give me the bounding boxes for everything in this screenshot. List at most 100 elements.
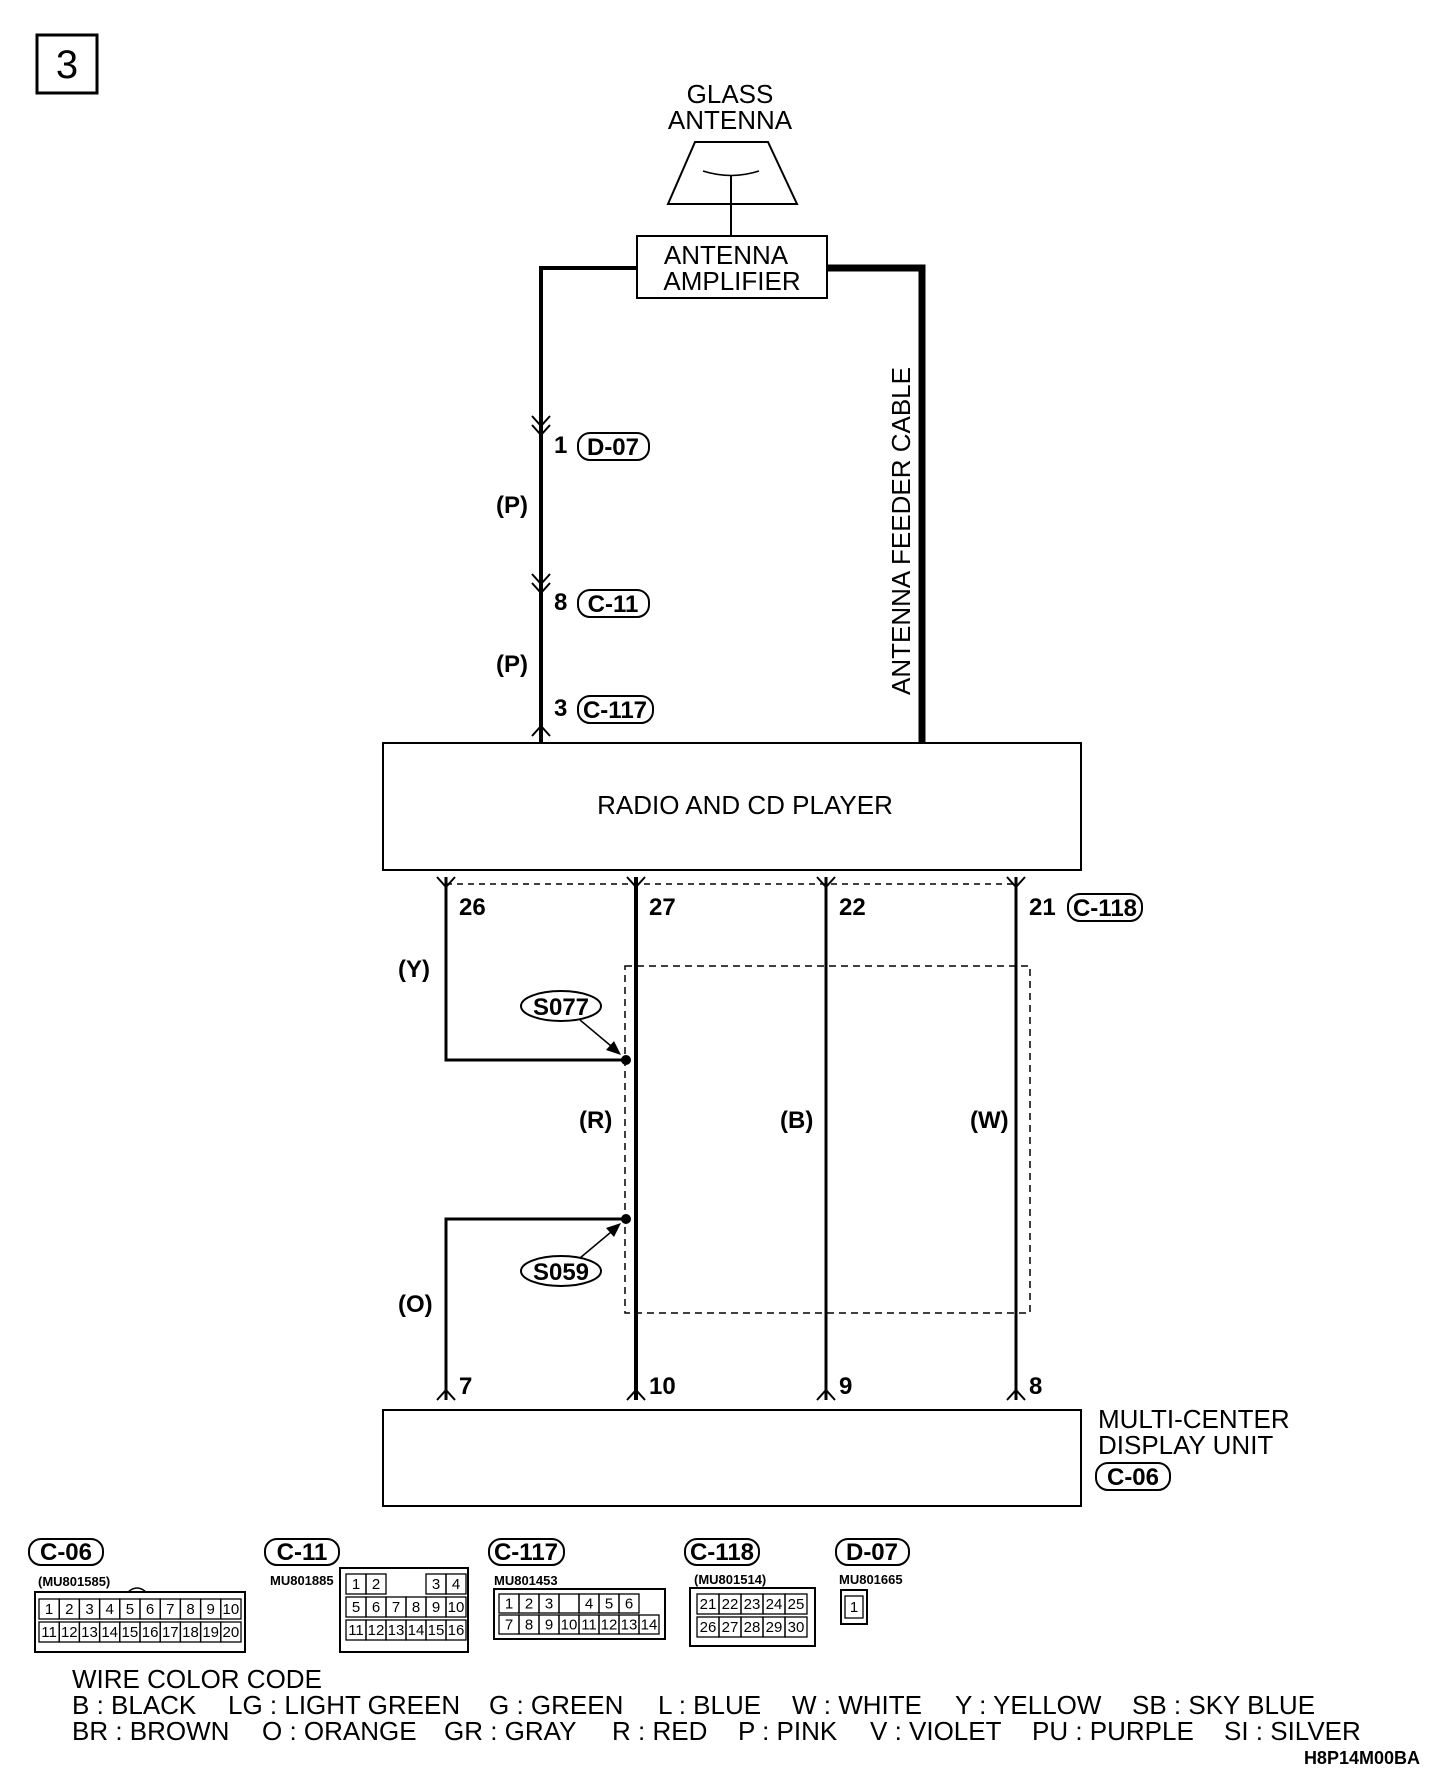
connector-view-c11-cell [445,1596,467,1618]
multi-center-display-unit: MULTI-CENTER DISPLAY UNIT C-06 [382,1404,1290,1507]
connector-view-c06-pin-label: 19 [202,1624,219,1641]
pin-c117: 3 [554,695,567,722]
connector-view-c117-cell [638,1614,660,1635]
connector-view-c06-pin-label: 7 [166,1601,174,1618]
antenna-amplifier-label-2: AMPLIFIER [663,266,800,296]
connector-view-c118-cell [784,1616,808,1638]
connector-view-c118-pin-label: 21 [700,1596,717,1613]
connector-view-c06-part: (MU801585) [38,1574,110,1589]
connector-view-c11-pin-label: 6 [372,1599,380,1616]
page-number: 3 [56,43,78,87]
connector-view-c06-pin-label: 14 [101,1624,118,1641]
connector-label-c117: C-117 [583,697,647,724]
connector-view-c11-pin-label: 12 [368,1622,385,1639]
connector-view-c11-pin-label: 13 [388,1622,405,1639]
connector-view-c118-pin-label: 27 [722,1619,739,1636]
connector-view-c117-part: MU801453 [494,1573,558,1588]
wire-color-code-entry-b-5: V : VIOLET [870,1716,1002,1746]
mcd-label-1: MULTI-CENTER [1098,1404,1290,1434]
connector-view-c118-pin-label: 25 [788,1596,805,1613]
connector-view-d07-cell [844,1595,864,1619]
glass-antenna: GLASS ANTENNA [666,79,799,236]
pin-26: 26 [459,894,486,921]
audio-wires [436,876,1026,1401]
connector-view-c11-cell [365,1573,387,1595]
antenna-amplifier-label-1: ANTENNA [664,240,789,270]
wire-color-w: (W) [970,1107,1009,1134]
connector-view-c11-pin-label: 11 [348,1622,364,1639]
connector-view-c06-pin-label: 13 [81,1624,98,1641]
wire-color-b: (B) [780,1107,813,1134]
connector-view-c06-pin-label: 6 [146,1601,154,1618]
pin-10: 10 [649,1373,676,1400]
wire-color-y: (Y) [398,956,430,983]
splice-s077-label: S077 [533,994,589,1021]
pin-9: 9 [839,1373,852,1400]
connector-view-c117-name: C-117 [494,1539,558,1566]
connector-tag-c118 [1067,893,1143,922]
connector-view-c117-pin-label: 13 [621,1617,638,1634]
wire-color-code-entry-a-4: W : WHITE [792,1690,922,1720]
pin-d07: 1 [554,432,567,459]
connector-view-c11-pin-label: 16 [448,1622,465,1639]
connector-view-c11-pin-label: 7 [392,1599,400,1616]
connector-view-c117-pin-label: 6 [625,1596,633,1613]
connector-view-c117-pin-label: 14 [641,1617,658,1634]
connector-tag-d07 [577,432,650,461]
connector-view-c06-cell [220,1598,242,1620]
pin-7: 7 [459,1373,472,1400]
connector-view-c118-pin-label: 29 [766,1619,783,1636]
connector-view-c06-pin-label: 2 [65,1601,73,1618]
splice-s077: S077 [520,990,621,1055]
mcd-label-2: DISPLAY UNIT [1098,1430,1273,1460]
wire-color-code: WIRE COLOR CODE B : BLACK LG : LIGHT GREE… [72,1664,1361,1746]
splice-s059-dot [621,1214,631,1224]
connector-view-c06-pin-label: 9 [207,1601,215,1618]
glass-antenna-label-2: ANTENNA [668,105,793,135]
connector-view-c11-cell [445,1619,467,1641]
figure-code: H8P14M00BA [1304,1748,1420,1768]
connector-view-d07: D-07 MU801665 1 [835,1538,910,1625]
connector-view-c117-pin-label: 3 [545,1596,553,1613]
connector-view-c117-cell [618,1593,640,1614]
connector-view-c06-pin-label: 3 [85,1601,93,1618]
wire-color-code-entry-b-0: BR : BROWN [72,1716,229,1746]
connector-view-c118-pin-label: 22 [722,1596,739,1613]
connector-view-c11-pin-label: 1 [352,1576,360,1593]
connector-label-d07: D-07 [587,434,639,461]
connector-view-c118-pin-label: 24 [766,1596,783,1613]
connector-view-c117-pin-label: 5 [605,1596,613,1613]
wire-color-code-entry-a-5: Y : YELLOW [955,1690,1102,1720]
connector-view-c06-pin-label: 4 [106,1601,114,1618]
connector-view-c118-cell [784,1593,808,1615]
connector-view-c11-pin-label: 3 [432,1576,440,1593]
connector-label-c118: C-118 [1073,895,1137,922]
wire-color-o: (O) [398,1291,433,1318]
connector-view-c118-pin-label: 23 [744,1596,761,1613]
antenna-feeder-cable: ANTENNA FEEDER CABLE [827,264,926,743]
connector-view-c117-pin-label: 2 [525,1596,533,1613]
radio-cd-player: RADIO AND CD PLAYER [382,742,1082,871]
connector-view-c06-pin-label: 16 [142,1624,159,1641]
pin-c11: 8 [554,589,567,616]
connector-view-d07-name: D-07 [846,1539,898,1566]
connector-view-c11-pin-label: 14 [408,1622,425,1639]
wire-color-r: (R) [579,1107,612,1134]
connector-view-c11-pin-label: 2 [372,1576,380,1593]
wire-color-code-entry-b-1: O : ORANGE [262,1716,417,1746]
wire-color-code-entry-a-0: B : BLACK [72,1690,197,1720]
connector-view-c11-pin-label: 5 [352,1599,360,1616]
connector-view-c06-pin-label: 8 [186,1601,194,1618]
wire-color-code-entry-a-1: LG : LIGHT GREEN [228,1690,460,1720]
connector-view-c06-pin-label: 1 [45,1601,53,1618]
wire-color-code-title: WIRE COLOR CODE [72,1664,322,1694]
connector-view-c11-pin-label: 15 [428,1622,445,1639]
connector-view-c06-pin-label: 17 [162,1624,179,1641]
connector-label-c11: C-11 [588,591,639,618]
connector-view-c06-name: C-06 [40,1539,92,1566]
connector-view-c117-pin-label: 10 [561,1617,578,1634]
